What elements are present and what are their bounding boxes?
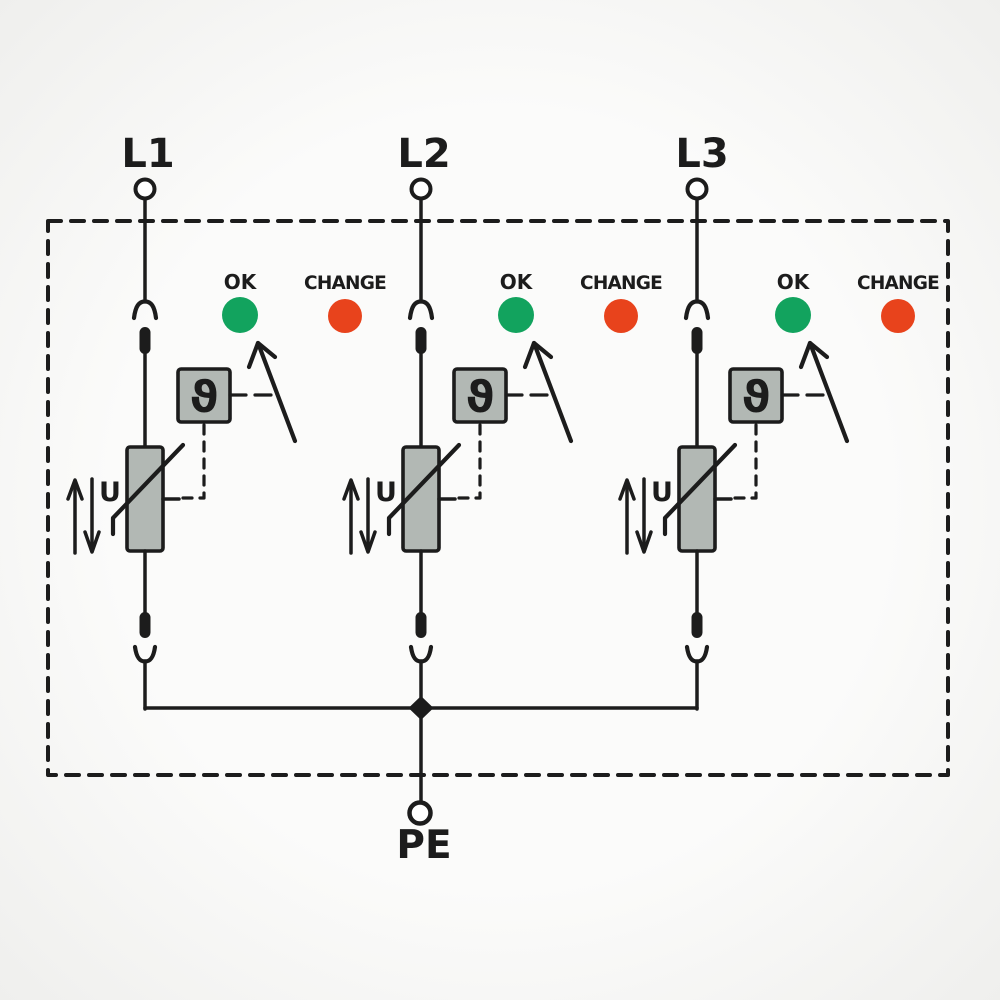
channel-l3-geometry [620,180,847,710]
theta-symbol: ϑ [189,372,218,423]
ok-lamp [775,297,811,333]
theta-symbol: ϑ [465,372,494,423]
ok-lamp-label: OK [777,270,811,294]
ok-lamp [498,297,534,333]
channel-l3: L3 OK CHANGE U ϑ [620,131,940,710]
voltage-u-label: U [651,477,673,508]
theta-symbol: ϑ [741,372,770,423]
ok-lamp-label: OK [224,270,258,294]
change-lamp [604,299,638,333]
channel-l1: L1 OK CHANGE U ϑ [68,131,387,710]
change-lamp [881,299,915,333]
device-enclosure-dashed-border [46,219,950,777]
channel-l2-geometry [344,180,571,710]
change-lamp [328,299,362,333]
phase-label-l3: L3 [675,131,728,177]
voltage-u-label: U [99,477,121,508]
channel-l2: L2 OK CHANGE U ϑ [344,131,663,710]
phase-label-l1: L1 [121,131,174,177]
change-lamp-label: CHANGE [857,273,939,294]
bus-junction-dot [408,696,434,720]
phase-label-l2: L2 [397,131,450,177]
pe-terminal-circle [407,800,433,826]
ok-lamp [222,297,258,333]
channel-l1-geometry [68,180,295,710]
ok-lamp-label: OK [500,270,534,294]
change-lamp-label: CHANGE [580,273,662,294]
voltage-u-label: U [375,477,397,508]
change-lamp-label: CHANGE [304,273,386,294]
pe-label: PE [396,823,451,868]
